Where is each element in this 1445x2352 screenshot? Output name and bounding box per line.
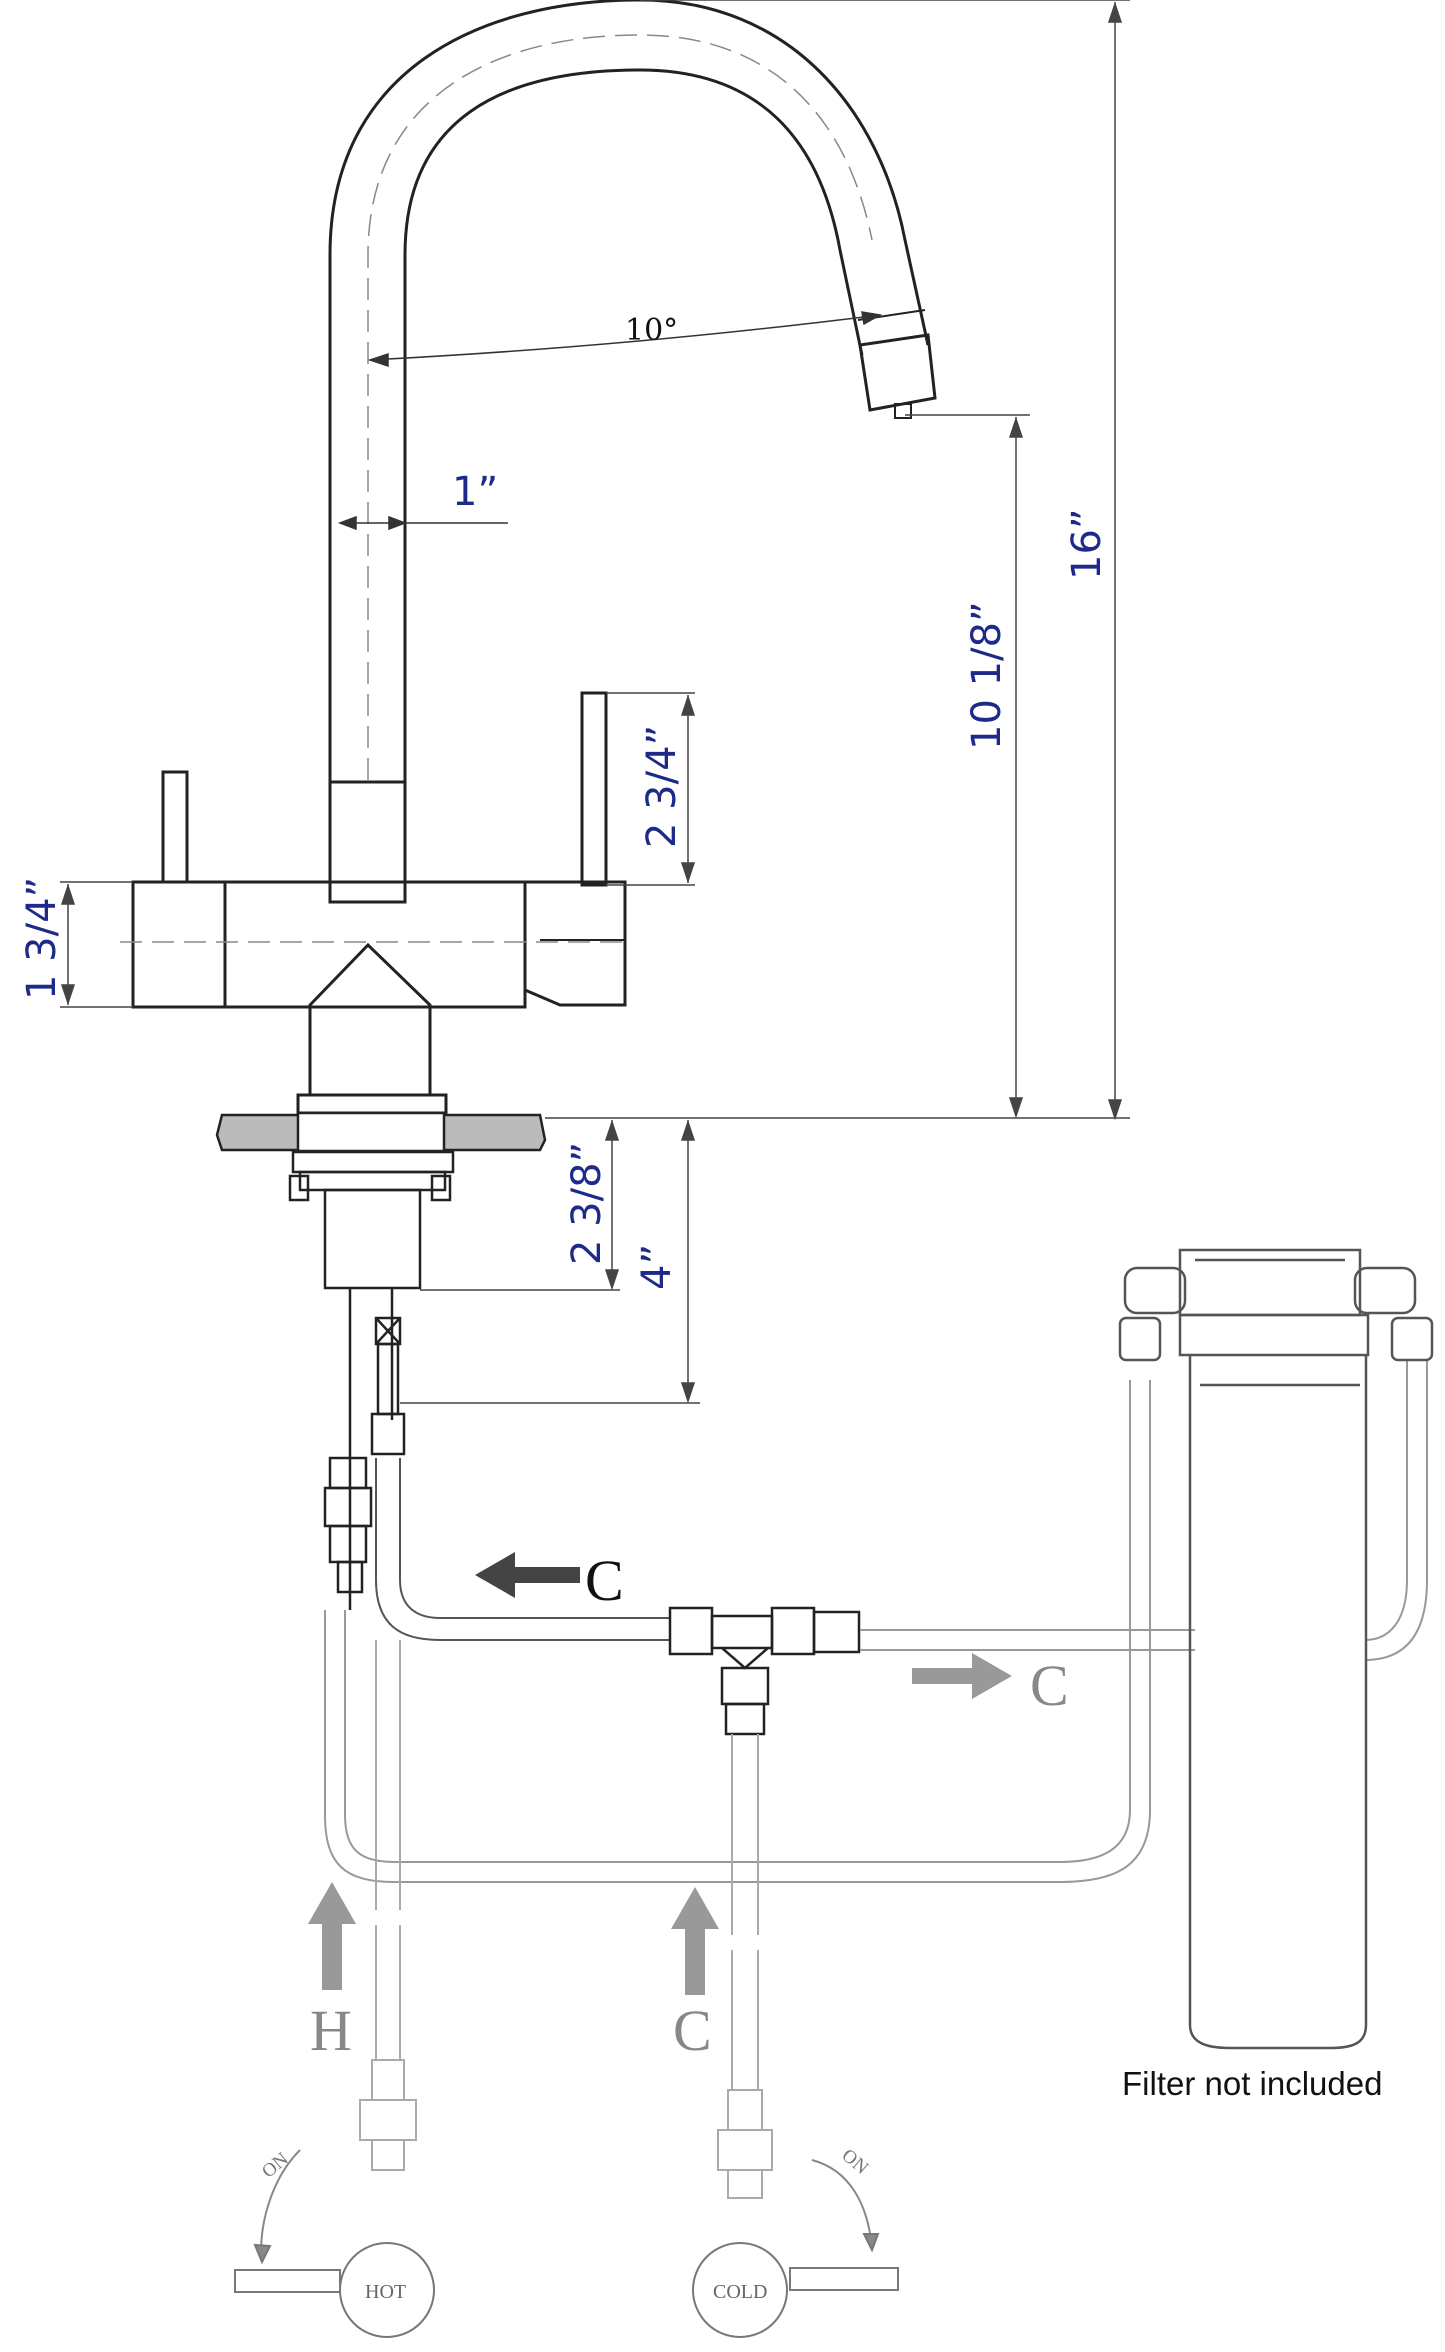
cold-to-filter-label: C: [1030, 1653, 1069, 1718]
arrow-cold-to-filter: [912, 1653, 1012, 1699]
angle-dimension: [367, 311, 883, 368]
shank-length-label: 2 3/8”: [564, 1142, 610, 1265]
hot-supply-hose: [359, 1640, 417, 2171]
angle-label: 10°: [625, 313, 678, 348]
countertop: [215, 1111, 547, 1153]
cold-valve[interactable]: [692, 2159, 899, 2338]
cold-valve-on-label: ON: [838, 2145, 873, 2179]
tee-fitting: [668, 1606, 861, 1736]
hose-fittings: [323, 1316, 406, 1594]
cold-supply-label: C: [673, 1998, 712, 2063]
cold-valve-label: COLD: [713, 2281, 767, 2303]
left-handle: [161, 770, 189, 884]
tube-diameter-dimension: [337, 515, 508, 531]
spout: [328, 0, 937, 782]
water-filter: [1118, 1248, 1434, 2050]
tube-diameter-label: 1”: [452, 469, 498, 515]
arrow-cold-supply: [671, 1887, 719, 1995]
hot-valve[interactable]: [234, 2149, 435, 2338]
handle-height-label: 2 3/4”: [639, 725, 685, 848]
arrow-cold-to-faucet: [475, 1552, 580, 1598]
body-height-label: 1 3/4”: [19, 877, 65, 1000]
right-handle: [580, 691, 608, 887]
arrow-hot-supply: [308, 1882, 356, 1990]
below-counter-label: 4”: [634, 1244, 680, 1290]
mounting-hardware: [288, 1150, 455, 1610]
dimension-lines: [60, 0, 1130, 1404]
faucet-body: [120, 691, 630, 1115]
total-height-label: 16”: [1064, 508, 1110, 580]
hot-supply-label: H: [310, 1998, 352, 2063]
braided-hose-faucet: [375, 1458, 670, 1641]
spout-height-label: 10 1/8”: [964, 601, 1010, 750]
cold-to-faucet-label: C: [585, 1548, 624, 1613]
cold-supply-hose: [717, 1734, 773, 2199]
hot-valve-label: HOT: [365, 2281, 406, 2303]
hot-valve-on-label: ON: [258, 2149, 293, 2183]
filter-note: Filter not included: [1122, 2065, 1382, 2102]
filter-lines: [324, 1360, 1428, 1883]
